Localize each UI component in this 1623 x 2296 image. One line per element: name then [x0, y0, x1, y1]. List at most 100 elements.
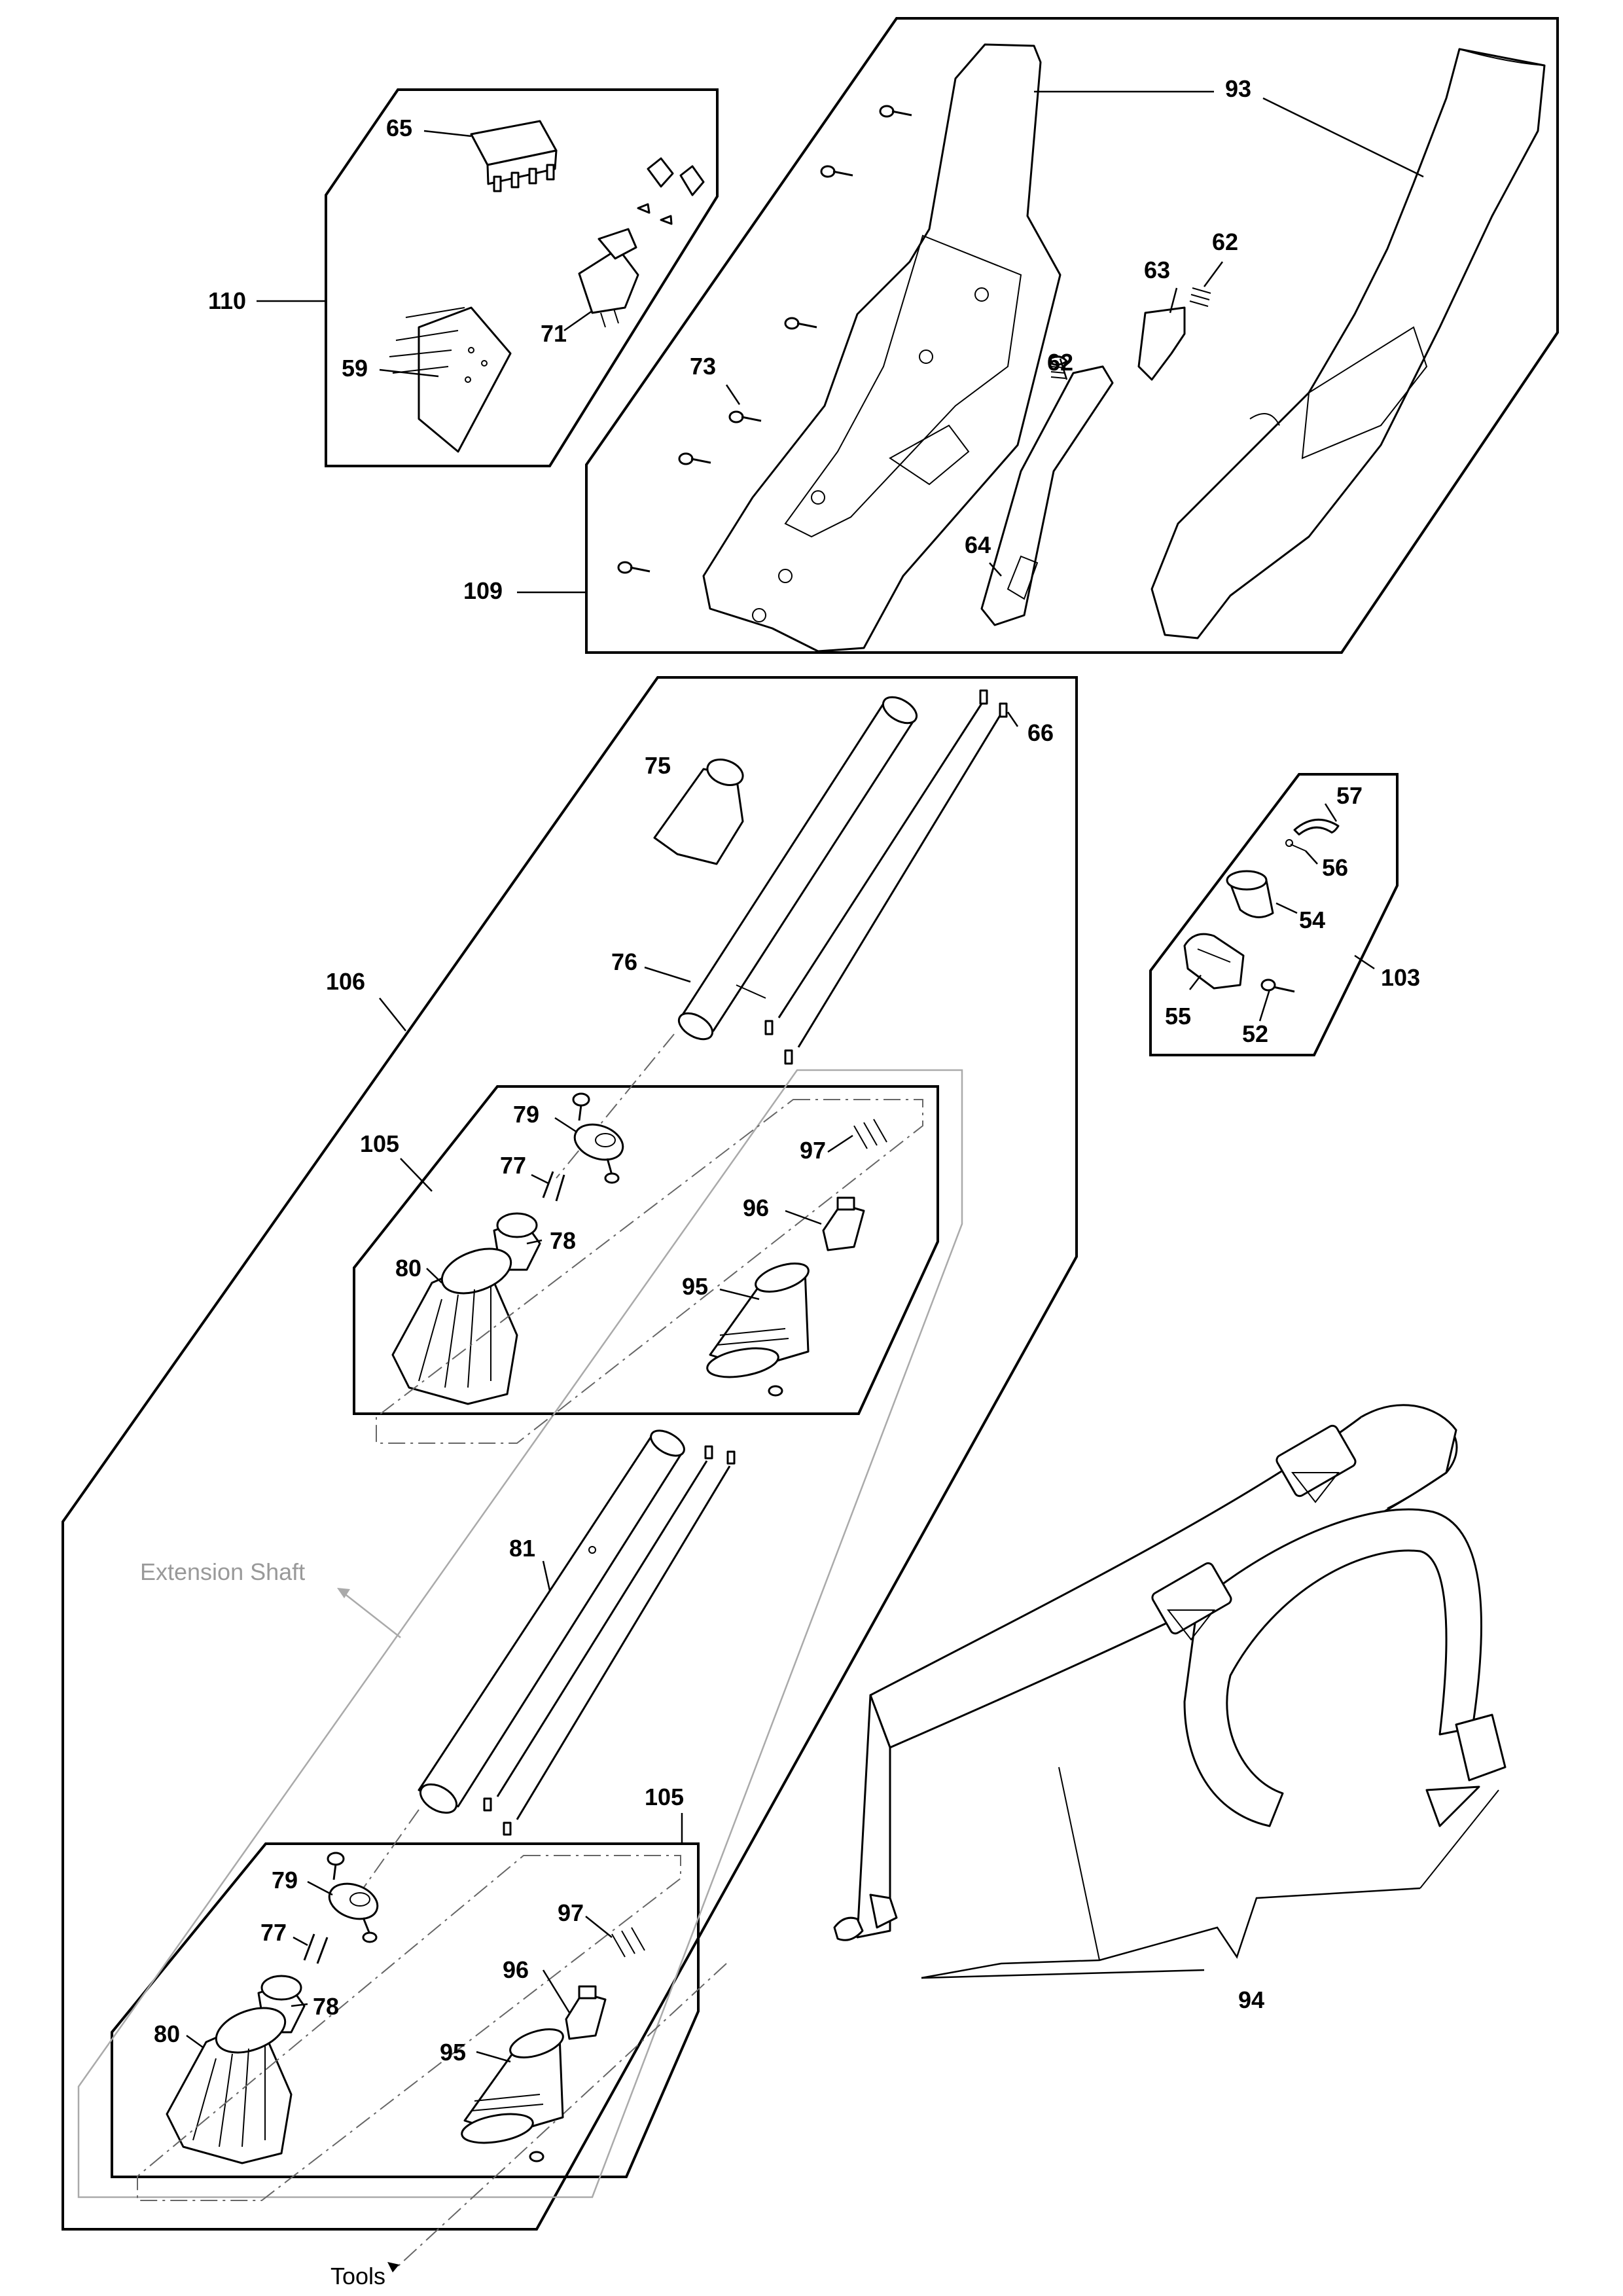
clip-57 — [1293, 818, 1340, 836]
group-103-frame — [1149, 773, 1399, 1056]
pins-77-b — [303, 1933, 329, 1964]
lock-button-63 — [1137, 306, 1186, 381]
handle-housing-left — [702, 43, 1061, 653]
group-110-frame — [325, 88, 719, 467]
switch-71 — [578, 228, 639, 328]
bushing-78 — [493, 1212, 541, 1271]
spring-62-left — [1049, 355, 1068, 379]
connector-96-b — [565, 1985, 607, 2040]
connector-96 — [822, 1196, 865, 1251]
callout-94: 94 — [1238, 1986, 1264, 2013]
screw-52 — [1260, 978, 1295, 993]
callout-71: 71 — [541, 320, 567, 347]
callout-77-lower: 77 — [260, 1919, 287, 1946]
dash-box-upper — [376, 1099, 923, 1444]
callout-62-upper: 62 — [1212, 228, 1238, 255]
knob-80-b — [166, 2007, 293, 2164]
callout-96-lower: 96 — [503, 1956, 529, 1983]
tools-label: Tools — [330, 2263, 385, 2289]
axis-line-upper — [556, 1033, 675, 1179]
collar-79-b — [328, 1882, 379, 1920]
spring-62-right — [1189, 287, 1211, 307]
springs-97 — [853, 1119, 887, 1149]
callout-79-upper: 79 — [513, 1101, 539, 1128]
callout-78-upper: 78 — [550, 1227, 576, 1254]
clamp-55 — [1183, 933, 1245, 990]
springs-97-b — [611, 1927, 645, 1958]
callout-97-upper: 97 — [800, 1137, 826, 1164]
lower-105-parts — [166, 1852, 645, 2164]
callout-73: 73 — [690, 353, 716, 380]
screw-79-bottom-b — [362, 1917, 378, 1943]
callout-103: 103 — [1381, 964, 1420, 991]
callout-64: 64 — [965, 531, 991, 558]
trigger-64 — [980, 365, 1114, 626]
handle-housing-right — [1150, 48, 1546, 639]
callout-52: 52 — [1242, 1020, 1268, 1047]
shoulder-strap-94 — [833, 1404, 1507, 1961]
wires-66 — [764, 689, 1008, 1065]
wires-81 — [483, 1445, 736, 1836]
callout-57: 57 — [1336, 782, 1363, 809]
screw-79-bottom — [604, 1158, 620, 1184]
callout-95-upper: 95 — [682, 1273, 708, 1300]
callout-labels: 110 65 71 59 93 62 63 62 73 64 109 75 66… — [154, 75, 1420, 2066]
callout-110: 110 — [208, 287, 246, 314]
collar-79 — [573, 1123, 624, 1161]
sleeve-75 — [653, 759, 744, 865]
screw-79-top-b — [327, 1852, 345, 1880]
knob-80 — [391, 1247, 518, 1405]
screw-79-top — [572, 1092, 590, 1121]
callout-76: 76 — [611, 948, 637, 975]
callout-62-lower: 62 — [1047, 349, 1073, 376]
axis-line-middle — [363, 1809, 419, 1889]
group-105-lower-frame — [111, 1842, 700, 2178]
group-109-frame — [585, 17, 1559, 654]
callout-80-lower: 80 — [154, 2020, 180, 2047]
callout-97-lower: 97 — [558, 1899, 584, 1926]
tools-arrow — [387, 2262, 399, 2272]
caps-small — [637, 157, 705, 225]
extension-shaft-arrowhead — [337, 1588, 350, 1598]
callout-77-upper: 77 — [500, 1152, 526, 1179]
callout-56: 56 — [1322, 854, 1348, 881]
upper-105-parts — [391, 1092, 887, 1405]
pin-56 — [1285, 839, 1306, 852]
circuit-board-59 — [389, 306, 512, 453]
callout-66: 66 — [1027, 719, 1054, 746]
callout-78-lower: 78 — [313, 1993, 339, 2020]
shaft-tube-81 — [418, 1429, 685, 1814]
screws-73 — [617, 105, 912, 574]
callout-105-lower: 105 — [645, 1784, 684, 1810]
note-labels: Extension Shaft Tools — [140, 1558, 401, 2289]
callout-109: 109 — [463, 577, 503, 604]
clamp-54 — [1226, 870, 1274, 918]
callout-81: 81 — [509, 1535, 535, 1562]
callout-93: 93 — [1225, 75, 1251, 102]
callout-55: 55 — [1165, 1003, 1191, 1030]
callout-75: 75 — [645, 752, 671, 779]
group-106-frame — [62, 676, 1078, 2231]
dash-box-lower — [137, 1855, 681, 2201]
connector-terminal-65 — [470, 120, 558, 192]
coupling-95 — [706, 1263, 810, 1397]
callout-65: 65 — [386, 115, 412, 141]
callout-63: 63 — [1144, 257, 1170, 283]
extension-shaft-arrow — [340, 1590, 401, 1638]
leader-lines — [186, 90, 1424, 2063]
callout-106: 106 — [326, 968, 365, 995]
shaft-tube-76 — [677, 696, 918, 1041]
callout-96-upper: 96 — [743, 1194, 769, 1221]
extension-shaft-label: Extension Shaft — [140, 1558, 305, 1585]
coupling-95-b — [461, 2028, 564, 2162]
group-105-upper-frame — [353, 1085, 939, 1415]
callout-105-upper: 105 — [360, 1130, 399, 1157]
extension-shaft-outline — [77, 1069, 963, 2198]
callout-80-upper: 80 — [395, 1255, 421, 1282]
callout-95-lower: 95 — [440, 2039, 466, 2066]
pins-77 — [542, 1171, 565, 1202]
callout-54: 54 — [1299, 906, 1325, 933]
callout-79-lower: 79 — [272, 1867, 298, 1893]
callout-59: 59 — [342, 355, 368, 382]
